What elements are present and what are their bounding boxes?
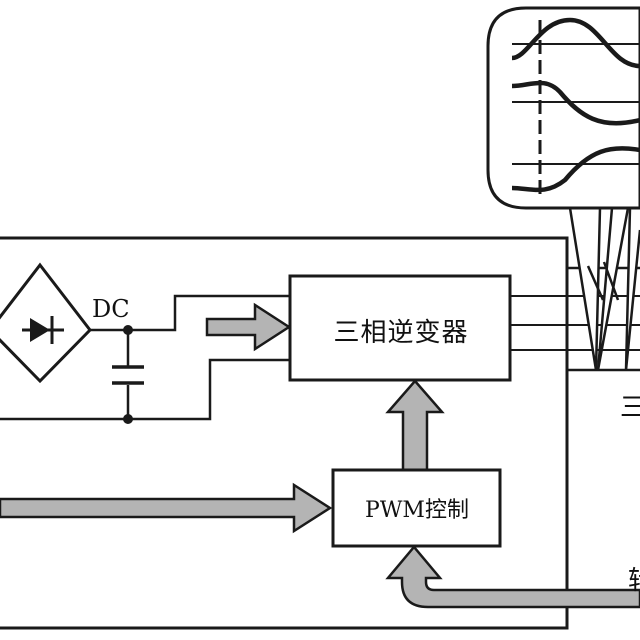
- waveform-callout-bubble: [486, 6, 640, 210]
- inverter-block: [288, 274, 512, 382]
- junction-dot-bottom: [123, 414, 133, 424]
- control-arrow-up: [385, 379, 445, 472]
- three-phase-output-lines: [510, 295, 640, 351]
- capacitor-icon: [112, 365, 144, 385]
- command-arrow-to-pwm: [0, 482, 333, 534]
- dc-bus-label: DC: [92, 295, 130, 323]
- feedback-arrow-to-pwm: [385, 545, 640, 609]
- sine-waveform-icon: [511, 17, 640, 200]
- pwm-block: [331, 468, 502, 548]
- pwm-label: PWM控制: [365, 498, 469, 523]
- inverter-label: 三相逆变器: [333, 318, 469, 348]
- junction-dot-top: [123, 325, 133, 335]
- power-arrow-to-inverter: [205, 302, 292, 352]
- motor-label-partial: 三: [620, 393, 640, 423]
- rectifier-icon: [0, 262, 92, 384]
- system-frame: [0, 236, 569, 630]
- waveform-callout-tails: [568, 207, 640, 371]
- sensor-label-partial: 转: [628, 560, 640, 597]
